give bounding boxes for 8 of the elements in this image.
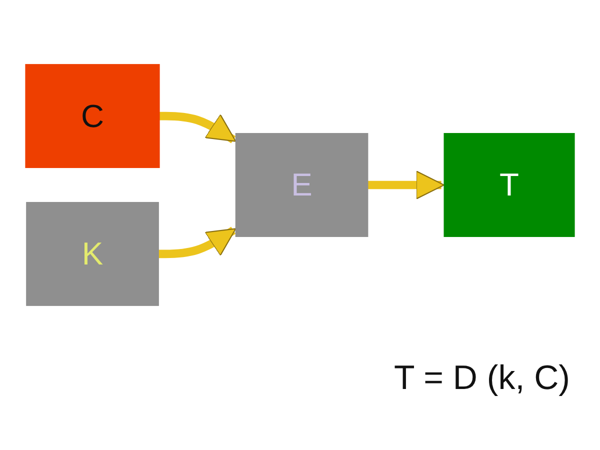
process-box: T bbox=[444, 133, 575, 237]
process-box: K bbox=[26, 202, 159, 306]
process-box: E bbox=[235, 133, 368, 237]
equation-text: T = D (k, C) bbox=[394, 359, 570, 398]
arrow bbox=[159, 112, 236, 144]
arrow bbox=[158, 226, 236, 258]
process-box: C bbox=[25, 64, 160, 168]
arrow bbox=[368, 170, 445, 200]
